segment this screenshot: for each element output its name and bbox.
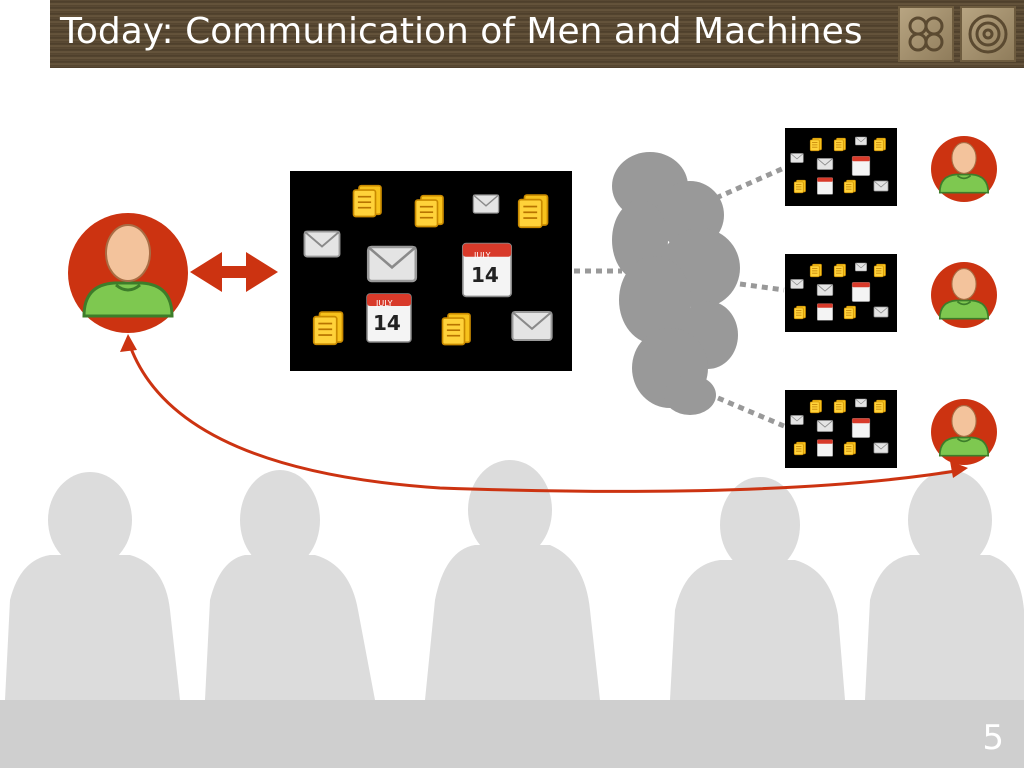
calendar-day: 14 — [373, 311, 401, 335]
audience-silhouettes — [5, 460, 1024, 700]
sticky-note-icon — [352, 184, 382, 218]
calendar-month: JULY — [375, 299, 393, 308]
remote-store-2 — [785, 254, 897, 332]
sticky-note-icon — [441, 312, 471, 346]
page-number: 5 — [982, 718, 1004, 758]
avatar — [66, 211, 190, 335]
title-bar: Today: Communication of Men and Machines — [50, 0, 1024, 68]
remote-store-1 — [785, 128, 897, 206]
slide-title: Today: Communication of Men and Machines — [60, 11, 863, 52]
curved-arrow — [120, 334, 968, 493]
email-icon — [472, 194, 500, 214]
sticky-note-icon — [312, 311, 344, 346]
spiral-tile-icon — [960, 6, 1016, 62]
network-links — [574, 165, 786, 429]
sticky-note-icon — [517, 194, 549, 229]
avatar — [930, 261, 998, 329]
calendar-day: 14 — [471, 263, 499, 287]
knot-tile-icon — [898, 6, 954, 62]
sync-arrow — [190, 252, 278, 292]
avatar — [930, 398, 998, 466]
footer-bar — [0, 700, 1024, 768]
email-icon — [511, 310, 553, 342]
remote-store-3 — [785, 390, 897, 468]
cloud-icon — [612, 152, 740, 415]
email-icon — [303, 230, 341, 258]
email-icon — [366, 245, 418, 283]
message-store — [290, 171, 572, 371]
avatar — [930, 135, 998, 203]
sticky-note-icon — [414, 194, 444, 228]
calendar-month: JULY — [473, 251, 491, 260]
